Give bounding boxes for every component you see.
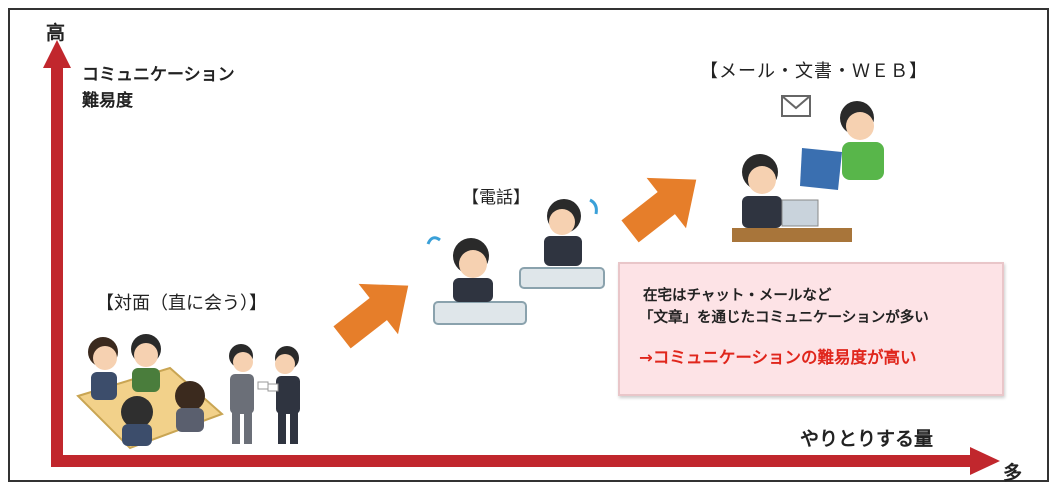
y-axis-title-line2: 難易度 — [82, 91, 133, 111]
mail-label: 【メール・文書・ＷＥＢ】 — [700, 61, 928, 82]
face-to-face-label: 【対面（直に会う）】 — [96, 293, 267, 314]
progress-arrow-2 — [621, 177, 697, 243]
meeting-illustration — [76, 334, 224, 450]
telephone-illustration — [426, 198, 605, 325]
note-conclusion: →コミュニケーションの難易度が高い — [639, 348, 917, 367]
computer-mail-illustration — [732, 95, 884, 242]
business-card-exchange-illustration — [229, 344, 300, 444]
y-axis-high-label: 高 — [46, 22, 66, 44]
x-axis-arrow — [51, 447, 1000, 475]
y-axis-title: コミュニケーション 難易度 — [82, 62, 235, 114]
note-line-2: 「文章」を通じたコミュニケーションが多い — [639, 310, 929, 326]
y-axis-arrow — [43, 40, 71, 467]
progress-arrow-1 — [333, 283, 409, 349]
telephone-label: 【電話】 — [462, 188, 530, 208]
x-axis-many-label: 多 — [1003, 462, 1023, 484]
x-axis-title: やりとりする量 — [800, 428, 934, 450]
note-line-1: 在宅はチャット・メールなど — [643, 288, 832, 304]
y-axis-title-line1: コミュニケーション — [82, 65, 235, 85]
remote-work-note-box: 在宅はチャット・メールなど 「文章」を通じたコミュニケーションが多い →コミュニ… — [618, 262, 1004, 396]
diagram-border — [8, 8, 1049, 482]
